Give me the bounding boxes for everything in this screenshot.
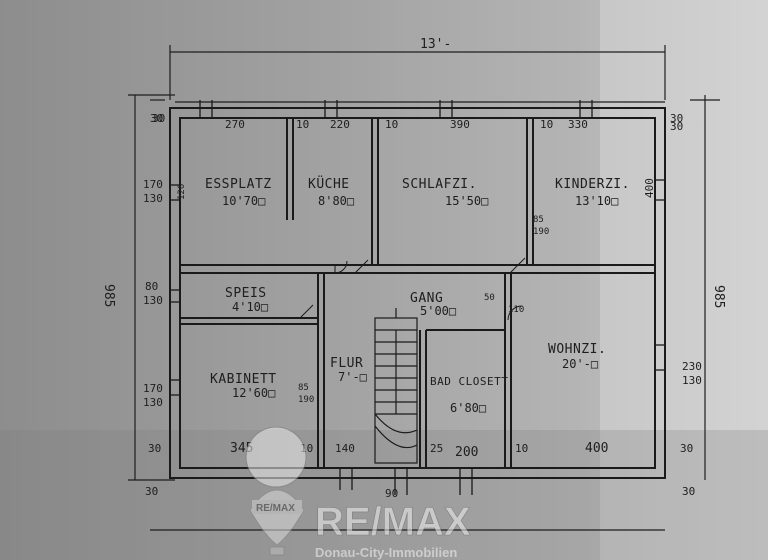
left-dim: 170 xyxy=(143,178,163,191)
interior-walls xyxy=(180,118,655,468)
top-dim: 10 xyxy=(296,118,309,131)
room-labels: ESSPLATZ KÜCHE SCHLAFZI. KINDERZI. SPEIS… xyxy=(205,175,630,388)
overall-depth-right: 985 xyxy=(711,285,726,308)
left-dim: 170 xyxy=(143,382,163,395)
room-area-kueche: 8'80□ xyxy=(318,194,354,208)
room-name-kabinett: KABINETT xyxy=(210,372,277,387)
right-dim: 30 xyxy=(682,485,695,498)
overall-depth-left: 985 xyxy=(101,284,116,307)
room-area-bad: 6'80□ xyxy=(450,401,486,415)
right-dim: 30 xyxy=(670,120,683,133)
room-name-flur: FLUR xyxy=(330,356,363,371)
bottom-dim: 10 xyxy=(515,442,528,455)
dimension-lines xyxy=(128,45,720,531)
top-dim: 330 xyxy=(568,118,588,131)
outer-walls xyxy=(169,107,666,479)
top-dim: 390 xyxy=(450,118,470,131)
room-name-speis: SPEIS xyxy=(225,286,267,301)
misc-dim: 50 xyxy=(484,293,495,303)
misc-dim: 190 xyxy=(298,395,314,405)
room-name-schlafzi: SCHLAFZI. xyxy=(402,177,477,192)
remax-watermark: RE/MAX RE/MAX Donau-City-Immobilien xyxy=(245,426,471,560)
top-dim: 30 xyxy=(670,112,683,125)
bottom-dim: 90 xyxy=(385,487,398,500)
left-dim: 30 xyxy=(145,485,158,498)
room-area-gang: 5'00□ xyxy=(420,304,456,318)
staircase xyxy=(374,308,418,464)
right-dimensions: 30 400 230 130 30 xyxy=(643,120,702,498)
left-dim: 30 xyxy=(150,112,163,125)
bottom-dim: 200 xyxy=(455,445,478,460)
left-dimensions: 30 170 130 80 130 170 130 30 xyxy=(143,112,163,498)
bottom-dim: 400 xyxy=(585,441,608,456)
room-name-gang: GANG xyxy=(410,291,443,306)
left-dim: 130 xyxy=(143,192,163,205)
top-dim: 30 xyxy=(152,112,165,125)
room-area-speis: 4'10□ xyxy=(232,300,268,314)
left-dim: 130 xyxy=(143,294,163,307)
right-dim: 130 xyxy=(682,374,702,387)
brand-name: RE/MAX xyxy=(315,500,471,544)
room-area-essplatz: 10'70□ xyxy=(222,194,265,208)
room-area-schlafzi: 15'50□ xyxy=(445,194,488,208)
left-dim: 130 xyxy=(143,396,163,409)
top-dim: 270 xyxy=(225,118,245,131)
room-area-kabinett: 12'60□ xyxy=(232,386,275,400)
top-dim: 10 xyxy=(385,118,398,131)
overall-width: 13'- xyxy=(420,37,451,52)
misc-dim: 110 xyxy=(508,305,524,315)
top-dim: 220 xyxy=(330,118,350,131)
room-areas: 10'70□ 8'80□ 15'50□ 13'10□ 4'10□ 5'00□ 1… xyxy=(222,194,618,415)
misc-dim: 85 xyxy=(533,215,544,225)
bottom-dim: 30 xyxy=(680,442,693,455)
room-name-kueche: KÜCHE xyxy=(308,175,350,192)
left-dim: 80 xyxy=(145,280,158,293)
room-area-flur: 7'-□ xyxy=(338,370,367,384)
room-name-kinderzi: KINDERZI. xyxy=(555,177,630,192)
room-name-essplatz: ESSPLATZ xyxy=(205,177,272,192)
room-area-kinderzi: 13'10□ xyxy=(575,194,618,208)
misc-dim: 190 xyxy=(533,227,549,237)
bottom-dim: 25 xyxy=(430,442,443,455)
door-swings xyxy=(299,257,526,321)
balloon-logo xyxy=(245,426,307,488)
overall-dimensions: 13'- 985 985 xyxy=(101,37,726,308)
room-area-wohnzi: 20'-□ xyxy=(562,357,598,371)
window-marks xyxy=(170,100,665,495)
room-name-wohnzi: WOHNZI. xyxy=(548,342,606,357)
top-dimensions: 30 270 10 220 10 390 10 330 30 xyxy=(152,112,683,131)
misc-dim: 120 xyxy=(177,184,187,200)
balloon-badge-text: RE/MAX xyxy=(256,503,295,514)
office-name: Donau-City-Immobilien xyxy=(315,545,457,560)
bottom-dim: 30 xyxy=(148,442,161,455)
misc-dimensions: 120 85 190 85 190 50 110 xyxy=(177,184,549,405)
top-dim: 10 xyxy=(540,118,553,131)
right-dim: 230 xyxy=(682,360,702,373)
misc-dim: 85 xyxy=(298,383,309,393)
room-name-bad-closett: BAD CLOSETT xyxy=(430,375,508,388)
right-dim: 400 xyxy=(643,178,656,198)
bottom-dim: 140 xyxy=(335,442,355,455)
